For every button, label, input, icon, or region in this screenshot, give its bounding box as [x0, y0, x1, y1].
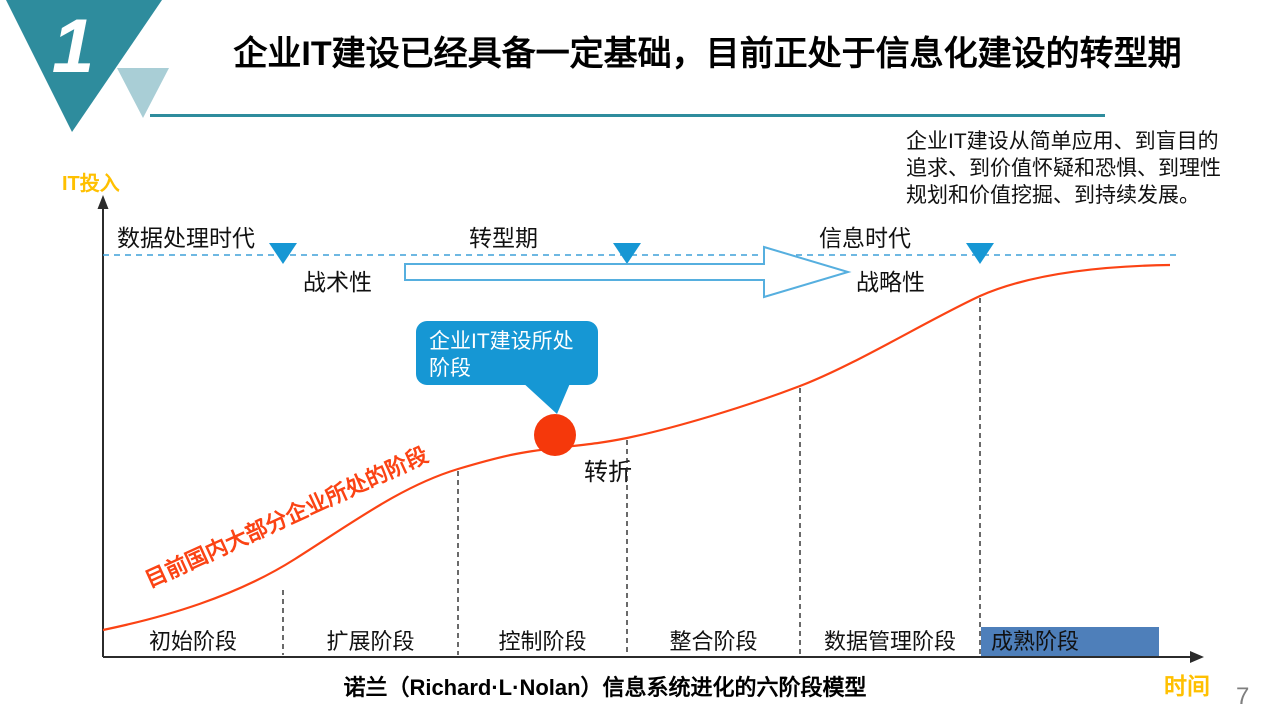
y-axis-label: IT投入 — [62, 173, 120, 195]
summary-note-line: 企业IT建设从简单应用、到盲目的 — [906, 130, 1219, 153]
stage-label-expansion: 扩展阶段 — [326, 629, 415, 654]
era-marker-triangle-1 — [269, 243, 297, 264]
summary-note-line: 追求、到价值怀疑和恐惧、到理性 — [906, 157, 1221, 180]
page-number: 7 — [1236, 683, 1250, 710]
tactic-strategy-arrow — [404, 245, 852, 299]
callout-tail — [521, 381, 571, 414]
current-position-dot — [534, 414, 576, 456]
era-marker-triangle-2 — [613, 243, 641, 264]
era-label-information: 信息时代 — [819, 225, 911, 251]
callout-line: 企业IT建设所处 — [429, 330, 574, 353]
header-small-triangle — [117, 68, 169, 118]
stage-label-integration: 整合阶段 — [669, 629, 758, 654]
stage-label-initial: 初始阶段 — [148, 629, 237, 654]
chart-caption: 诺兰（Richard·L·Nolan）信息系统进化的六阶段模型 — [343, 675, 867, 700]
stage-label-control: 控制阶段 — [498, 629, 587, 654]
x-axis-arrowhead — [1190, 651, 1204, 663]
summary-note-line: 规划和价值挖掘、到持续发展。 — [906, 184, 1200, 207]
summary-note: 企业IT建设从简单应用、到盲目的 追求、到价值怀疑和恐惧、到理性 规划和价值挖掘… — [906, 128, 1251, 209]
x-axis-label: 时间 — [1164, 673, 1210, 699]
era-label-transition: 转型期 — [469, 225, 538, 251]
stage-label-maturity-highlighted: 成熟阶段 — [981, 627, 1159, 656]
callout-line: 阶段 — [429, 357, 471, 380]
y-axis-arrowhead — [97, 195, 109, 209]
era-marker-triangle-3 — [966, 243, 994, 264]
stage-label-data-management: 数据管理阶段 — [823, 629, 956, 654]
era-label-data-processing: 数据处理时代 — [117, 225, 255, 251]
nolan-curve — [102, 263, 1171, 632]
turning-point-label: 转折 — [584, 459, 632, 486]
title-underline — [150, 114, 1105, 117]
slide-title: 企业IT建设已经具备一定基础，目前正处于信息化建设的转型期 — [233, 35, 1182, 73]
current-stage-callout: 企业IT建设所处 阶段 — [416, 321, 598, 385]
slide-number-badge: 1 — [51, 4, 95, 89]
header-big-triangle — [6, 0, 162, 132]
tactic-label: 战术性 — [303, 269, 372, 295]
strategy-label: 战略性 — [856, 269, 925, 295]
